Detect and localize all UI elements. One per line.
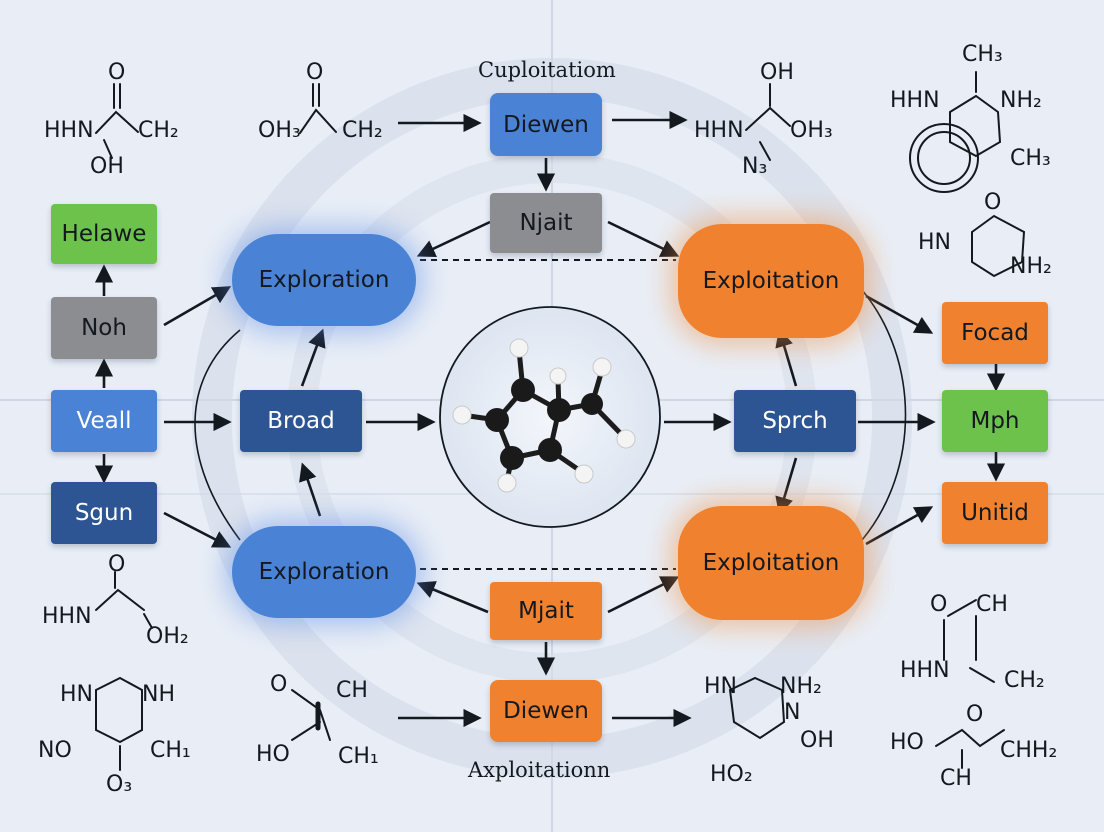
node-unitid: Unitid <box>942 482 1048 544</box>
molecule-bottom-third-atom-label: NH₂ <box>780 674 822 699</box>
molecule-bottom-left-atom-label: NO <box>38 738 72 763</box>
molecule-right-ring-atom-label: HN <box>918 230 951 255</box>
molecule-bottom-second-atom-label: HO <box>256 742 290 767</box>
molecule-top-second-atom-label: OH₃ <box>258 118 301 143</box>
dashed-connectors <box>420 259 676 570</box>
molecule-bottom-right-atom-label: HO <box>890 730 924 755</box>
node-broad: Broad <box>240 390 362 452</box>
node-exploitation-top: Exploitation <box>678 224 864 338</box>
molecule-bottom-third-atom-label: OH <box>800 728 834 753</box>
central-molecule <box>439 306 661 528</box>
molecule-top-second-atom-label: O <box>306 60 324 85</box>
node-exploration-bottom: Exploration <box>232 526 416 618</box>
node-veall: Veall <box>51 390 157 452</box>
molecule-bottom-second-atom-label: O <box>270 672 288 697</box>
molecule-right-ring-atom-label: NH₂ <box>1010 254 1052 279</box>
node-top-dieven: Diewen <box>490 93 602 156</box>
node-mjait: Mjait <box>490 582 602 640</box>
node-exploitation-bottom: Exploitation <box>678 506 864 620</box>
molecule-top-third-atom-label: HHN <box>694 118 744 143</box>
molecule-bottom-right-atom-label: CHH₂ <box>1000 738 1058 763</box>
molecule-right-ring-atom-label: O <box>984 190 1002 215</box>
molecule-bottom-second-atom-label: CH₁ <box>338 744 379 769</box>
molecule-left-lower-atom-label: HHN <box>42 604 92 629</box>
molecule-right-lower-atom-label: HHN <box>900 658 950 683</box>
molecule-bottom-third-atom-label: HN <box>704 674 737 699</box>
molecule-bottom-left-atom-label: CH₁ <box>150 738 191 763</box>
molecule-left-lower-atom-label: O <box>108 552 126 577</box>
molecule-top-left-atom-label: O <box>108 60 126 85</box>
molecule-top-third-atom-label: OH <box>760 60 794 85</box>
node-noh: Noh <box>51 297 157 359</box>
molecule-left-lower-atom-label: OH₂ <box>146 624 189 649</box>
node-mph: Mph <box>942 390 1048 452</box>
molecule-bottom-left-atom-label: O₃ <box>106 772 133 797</box>
node-bottom-dieven: Diewen <box>490 680 602 742</box>
molecule-right-lower-atom-label: CH₂ <box>1004 668 1045 693</box>
molecule-top-left-atom-label: HHN <box>44 118 94 143</box>
node-exploration-top: Exploration <box>232 234 416 326</box>
molecule-bottom-left-atom-label: HN <box>60 682 93 707</box>
molecule-top-second-atom-label: CH₂ <box>342 118 383 143</box>
node-top-njait: Njait <box>490 193 602 253</box>
molecule-bottom-right-atom-label: O <box>966 702 984 727</box>
molecule-right-lower-atom-label: CH <box>976 592 1008 617</box>
node-focad: Focad <box>942 302 1048 364</box>
diagram-title-top: Cuploitatiom <box>478 58 616 82</box>
molecule-top-right-atom-label: CH₃ <box>1010 146 1051 171</box>
node-sgun: Sgun <box>51 482 157 544</box>
molecule-structures <box>95 71 1026 771</box>
molecule-right-lower-atom-label: O <box>930 592 948 617</box>
molecule-top-left-atom-label: CH₂ <box>138 118 179 143</box>
molecule-top-right-atom-label: CH₃ <box>962 42 1003 67</box>
molecule-top-right-atom-label: NH₂ <box>1000 88 1042 113</box>
molecule-top-right-atom-label: HHN <box>890 88 940 113</box>
molecule-bottom-second-atom-label: CH <box>336 678 368 703</box>
molecule-top-third-atom-label: OH₃ <box>790 118 833 143</box>
diagram-title-bottom: Axploitationn <box>468 758 611 782</box>
molecule-bottom-third-atom-label: HO₂ <box>710 762 753 787</box>
molecule-top-left-atom-label: OH <box>90 154 124 179</box>
molecule-top-third-atom-label: N₃ <box>742 154 768 179</box>
molecule-bottom-right-atom-label: CH <box>940 766 972 791</box>
node-helawe: Helawe <box>51 204 157 264</box>
node-sprch: Sprch <box>734 390 856 452</box>
arrows <box>94 110 1006 728</box>
flow-arcs <box>194 289 907 541</box>
molecule-bottom-left-atom-label: NH <box>142 682 175 707</box>
molecule-bottom-third-atom-label: N <box>784 700 801 725</box>
